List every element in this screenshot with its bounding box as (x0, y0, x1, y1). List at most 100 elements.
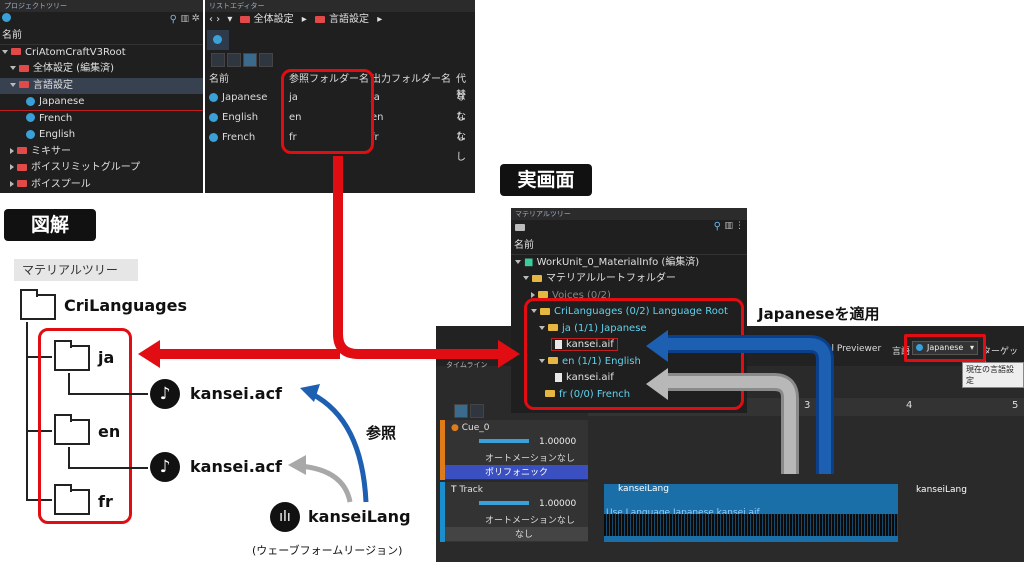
material-item-root[interactable]: マテリアルルートフォルダー (511, 271, 747, 288)
chevron-right-icon: ▸ (377, 14, 383, 25)
tooltip: 現在の言語設定 (962, 362, 1024, 388)
material-tree-highlight (524, 298, 744, 410)
material-item-en[interactable]: en (1/1) English (511, 354, 747, 371)
chevron-down-icon[interactable]: ▾ (227, 14, 233, 25)
column-header-name: 名前 (0, 28, 203, 45)
track-icon: T (451, 485, 457, 495)
save-icon[interactable] (243, 53, 257, 67)
material-item-workunit[interactable]: ■ WorkUnit_0_MaterialInfo (編集済) (511, 255, 747, 272)
search-icon[interactable]: ⚲ (713, 221, 721, 232)
column-header[interactable]: 名前 (209, 74, 229, 85)
back-icon[interactable]: ‹ › (209, 14, 221, 25)
breadcrumb-item[interactable]: 言語設定 (329, 14, 369, 25)
pointer-icon[interactable] (454, 403, 468, 418)
material-item-kansei-en[interactable]: kansei.aif (511, 370, 747, 387)
column-header[interactable]: 代替 (456, 74, 466, 101)
project-tree-toolbar: ⚲ ▥ ✲ (0, 12, 203, 28)
tree-item-voice-pool[interactable]: ボイスプール (0, 177, 203, 194)
material-item-fr[interactable]: fr (0/0) French (511, 387, 747, 404)
globe-icon (209, 112, 218, 122)
project-tree-panel: プロジェクトツリー ⚲ ▥ ✲ 名前 CriAtomCraftV3Root 全体… (0, 0, 203, 193)
globe-icon (213, 35, 222, 44)
gear-icon[interactable]: ✲ (191, 13, 200, 24)
previewer-label[interactable]: al Previewer (826, 344, 882, 354)
globe-icon[interactable] (2, 12, 11, 22)
workunit-icon: ■ (524, 256, 537, 268)
diagram-folders-highlight (38, 328, 132, 524)
table-row[interactable]: Japanese ja ja なし (205, 88, 475, 123)
music-note-icon: ♪ (150, 379, 180, 409)
cue-volume[interactable]: 1.00000 (539, 436, 577, 447)
gray-reference-arrow (299, 463, 353, 503)
tree-item-french[interactable]: French (0, 111, 203, 128)
ref-folder-highlight (281, 69, 374, 154)
table-header: 名前 参照フォルダー名 出力フォルダー名 代替 (205, 72, 475, 101)
tree-item-root[interactable]: CriAtomCraftV3Root (0, 45, 203, 62)
diagram-label: 図解 (4, 209, 96, 241)
tree-item-english[interactable]: English (0, 127, 203, 144)
column-header[interactable]: 出力フォルダー名 (371, 74, 451, 85)
track-volume[interactable]: 1.00000 (539, 498, 577, 509)
language-select-highlight (904, 334, 986, 362)
folder-icon (17, 163, 27, 171)
waveform-icon: ılı (270, 502, 300, 532)
waveform (604, 514, 898, 536)
tree-item-global-settings[interactable]: 全体設定 (編集済) (0, 61, 203, 78)
tool-buttons (454, 400, 486, 419)
music-note-icon: ♪ (150, 452, 180, 482)
file-icon (555, 339, 562, 349)
diagram-tree-header: マテリアルツリー (14, 259, 138, 281)
folder-icon (538, 291, 548, 298)
tree-item-mixer[interactable]: ミキサー (0, 144, 203, 161)
cue-mode[interactable]: ポリフォニック (445, 464, 588, 479)
folder-icon (54, 340, 90, 371)
waveform-region[interactable]: kanseiLang Use Language Japanese kansei.… (604, 484, 898, 542)
folder-icon[interactable] (515, 224, 525, 231)
folder-label-en: en (98, 422, 121, 441)
diagram-root-label: CriLanguages (64, 296, 187, 315)
column-header[interactable]: 参照フォルダー名 (289, 74, 369, 85)
folder-label-fr: fr (98, 492, 113, 511)
tree-item-language-settings[interactable]: 言語設定 (0, 77, 203, 94)
file-icon (555, 372, 562, 382)
tree-item-voice-limit[interactable]: ボイスリミットグループ (0, 160, 203, 177)
search-icon[interactable]: ⚲ (169, 14, 177, 25)
grid-icon[interactable] (470, 403, 484, 418)
folder-icon (239, 15, 250, 23)
breadcrumb: ‹ › ▾ 全体設定 ▸ 言語設定 ▸ (205, 12, 475, 29)
track-automation[interactable]: オートメーションなし (485, 515, 575, 526)
keyboard-icon[interactable] (211, 53, 225, 67)
material-item-ja[interactable]: ja (1/1) Japanese (511, 321, 747, 338)
list-editor-tab[interactable] (207, 30, 229, 50)
folder-icon (315, 15, 325, 23)
trash-icon[interactable]: ▥ (180, 14, 189, 24)
real-screen-label: 実画面 (500, 164, 592, 196)
blue-reference-arrow (310, 391, 369, 503)
material-item-crilanguages[interactable]: CriLanguages (0/2) Language Root (511, 304, 747, 321)
column-header-name: 名前 (511, 238, 747, 255)
material-item-voices[interactable]: Voices (0/2) (511, 288, 747, 305)
cue-automation[interactable]: オートメーションなし (485, 453, 575, 464)
menu-icon[interactable]: ⋮ (735, 221, 744, 231)
region-label: kanseiLang (618, 484, 669, 494)
folder-icon (548, 357, 558, 364)
material-item-kansei-ja[interactable]: kansei.aif (511, 337, 747, 354)
timeline-tab[interactable]: タイムライン (446, 361, 488, 369)
track-extra[interactable]: なし (445, 526, 588, 541)
waveform-label: kanseiLang (308, 507, 411, 526)
tree-item-japanese[interactable]: Japanese (0, 94, 203, 111)
globe-icon (26, 129, 35, 139)
arrow-head-left (138, 340, 160, 368)
trash-icon[interactable]: ▥ (724, 221, 733, 231)
region-label-2: kanseiLang (916, 485, 967, 495)
track-name: Track (459, 485, 483, 495)
folder-icon (54, 484, 90, 515)
language-select[interactable]: Japanese▾ (912, 341, 978, 355)
table-row[interactable]: English en en なし (205, 108, 475, 143)
track-row: T Track 1.00000 オートメーションなし なし (440, 482, 588, 542)
tag-icon[interactable] (227, 53, 241, 67)
folder-icon (17, 180, 27, 187)
info-icon[interactable] (259, 53, 273, 67)
folder-icon (11, 48, 21, 55)
breadcrumb-item[interactable]: 全体設定 (253, 14, 294, 25)
